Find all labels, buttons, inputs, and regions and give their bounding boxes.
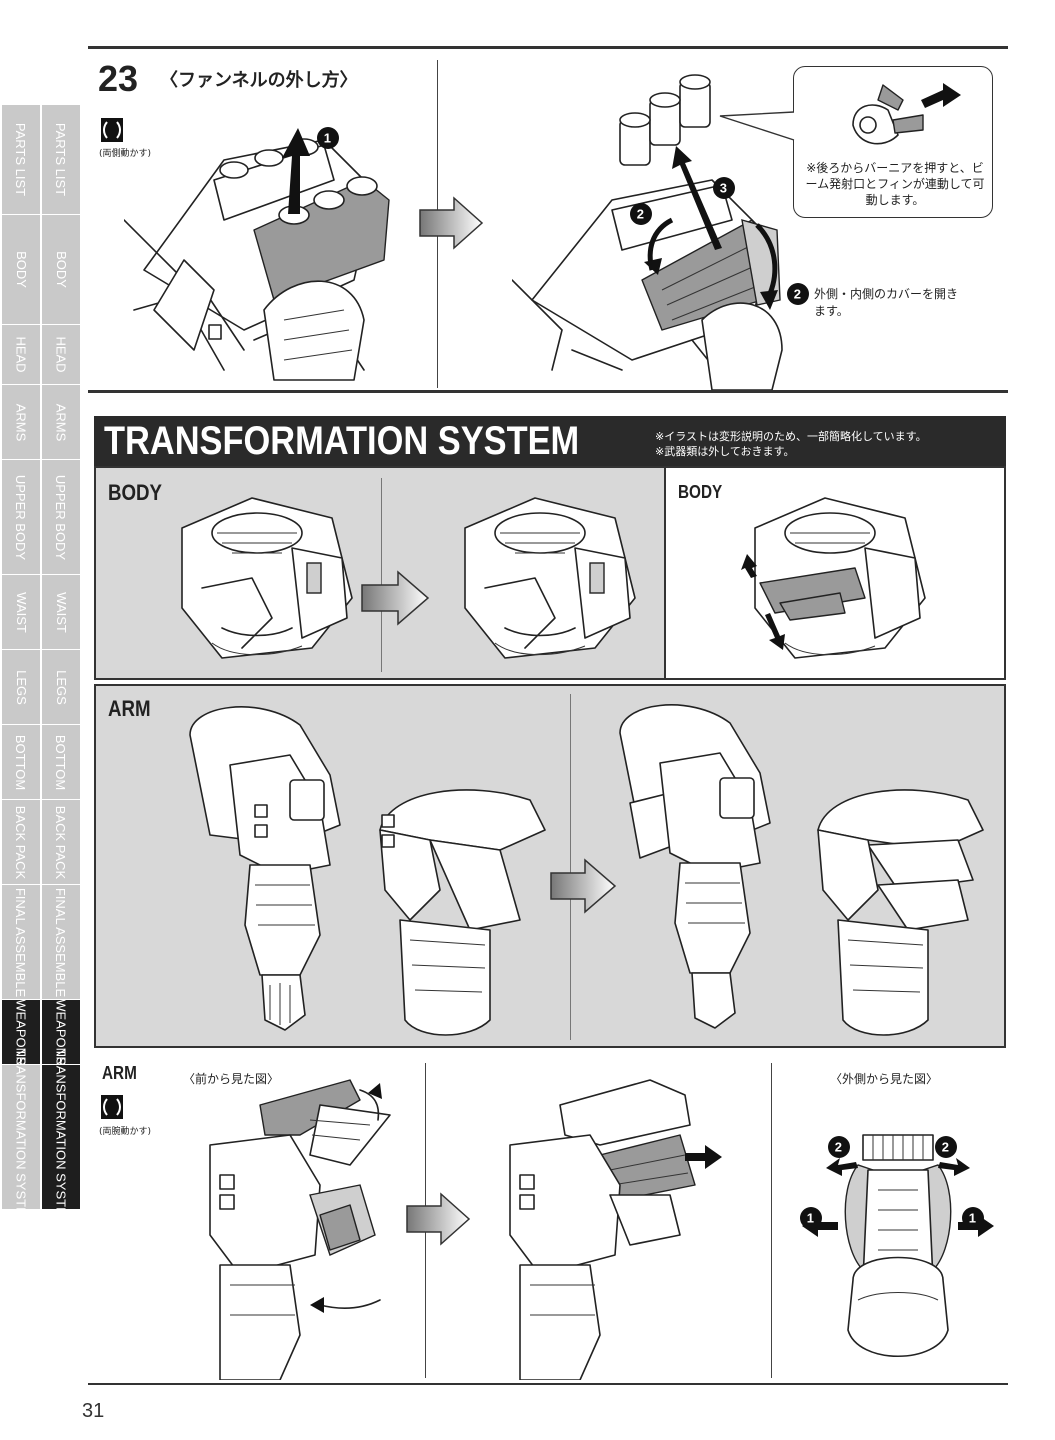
side-tab-final-assemble[interactable]: FINAL ASSEMBLE	[2, 885, 40, 999]
step-23-icon-caption: (両側動かす)	[99, 149, 152, 159]
side-tab-label: PARTS LIST	[53, 122, 69, 197]
side-tab-label: PARTS LIST	[13, 122, 29, 197]
side-tab-body[interactable]: BODY	[42, 215, 80, 324]
mid-rule	[88, 390, 1008, 393]
side-tab-waist[interactable]: WAIST	[2, 575, 40, 649]
side-tab-bottom[interactable]: BOTTOM	[42, 725, 80, 799]
body-illustration-1	[181, 497, 353, 659]
side-tab-weapons[interactable]: WEAPONS	[2, 999, 40, 1065]
page-number: 31	[82, 1400, 105, 1422]
vernier-illustration	[852, 83, 961, 145]
side-tab-label: WAIST	[53, 591, 69, 633]
side-tab-head[interactable]: HEAD	[2, 325, 40, 384]
arm-divider	[570, 694, 571, 1040]
side-tab-label: BODY	[13, 251, 29, 288]
arm-illustration-1	[189, 706, 341, 1031]
side-tab-label: BACK PACK	[13, 805, 29, 879]
top-rule	[88, 46, 1008, 49]
arm-front-illustration-1	[209, 1079, 391, 1380]
arm-icon-caption: (両腕動かす)	[99, 1127, 152, 1137]
move-both-arms-icon	[100, 1094, 124, 1124]
callout-pointer	[719, 111, 795, 141]
up-arrow	[282, 128, 310, 214]
side-tab-legs[interactable]: LEGS	[2, 650, 40, 724]
next-step-arrow	[419, 196, 484, 250]
side-tab-legs[interactable]: LEGS	[42, 650, 80, 724]
transformation-note-1: ※イラストは変形説明のため、一部簡略化しています。	[655, 430, 927, 443]
side-tab-bottom[interactable]: BOTTOM	[2, 725, 40, 799]
side-tab-back-pack[interactable]: BACK PACK	[42, 800, 80, 884]
side-tab-arms[interactable]: ARMS	[42, 385, 80, 459]
side-tab-head[interactable]: HEAD	[42, 325, 80, 384]
side-tab-arms[interactable]: ARMS	[2, 385, 40, 459]
side-tab-parts-list[interactable]: PARTS LIST	[42, 105, 80, 214]
side-tab-label: UPPER BODY	[13, 474, 29, 560]
side-tab-label: WAIST	[13, 591, 29, 633]
body-panel-2	[666, 466, 1006, 680]
side-tab-final-assemble[interactable]: FINAL ASSEMBLE	[42, 885, 80, 999]
side-tab-upper-body[interactable]: UPPER BODY	[42, 460, 80, 574]
side-tab-back-pack[interactable]: BACK PACK	[2, 800, 40, 884]
side-tab-parts-list[interactable]: PARTS LIST	[2, 105, 40, 214]
side-tab-label: HEAD	[53, 336, 69, 373]
funnel-pack-illustration-1	[124, 138, 390, 381]
front-view-label: 〈前から見た図〉	[183, 1072, 280, 1086]
body-label-2: BODY	[678, 482, 723, 502]
side-tab-label: BOTTOM	[13, 734, 29, 790]
arm-front-illustration-2	[509, 1079, 722, 1380]
body-illustration-3	[741, 497, 926, 659]
arm-label-2: ARM	[102, 1063, 137, 1083]
side-tab-body[interactable]: BODY	[2, 215, 40, 324]
side-tab-label: ARMS	[53, 403, 69, 441]
arm-label-1: ARM	[108, 696, 151, 721]
transformation-title: TRANSFORMATION SYSTEM	[104, 419, 580, 463]
callout-note: ※後ろからバーニアを押すと、ビーム発射口とフィンが連動して可動します。	[805, 161, 985, 207]
body-arrow	[361, 570, 430, 626]
side-tab-label: FINAL ASSEMBLE	[13, 887, 29, 997]
side-tab-label: BOTTOM	[53, 734, 69, 790]
side-tab-label: LEGS	[13, 669, 29, 705]
side-tab-label: LEGS	[53, 669, 69, 705]
transformation-header	[94, 416, 1006, 466]
lower-divider-2	[771, 1063, 772, 1378]
step-23-title: 〈ファンネルの外し方〉	[160, 70, 358, 91]
side-tab-label: TRANSFORMATION SYSTEM	[13, 1047, 29, 1227]
callout-box	[793, 66, 993, 218]
outer-view-label: 〈外側から見た図〉	[830, 1072, 939, 1086]
arm-arrow	[550, 858, 617, 914]
body-divider	[381, 478, 382, 672]
funnel-pack-illustration-2	[512, 74, 783, 390]
side-tab-label: TRANSFORMATION SYSTEM	[53, 1047, 69, 1227]
body-illustration-2	[464, 497, 636, 659]
side-tab-weapons[interactable]: WEAPONS	[42, 999, 80, 1065]
arm-outer-illustration	[802, 1134, 994, 1357]
arm-illustration-4	[817, 789, 984, 1036]
arm-illustration-3	[619, 704, 771, 1029]
bottom-rule	[88, 1383, 1008, 1385]
move-both-icon	[100, 117, 124, 147]
side-tab-label: ARMS	[13, 403, 29, 441]
side-tab-label: HEAD	[13, 336, 29, 373]
transformation-note-2: ※武器類は外しておきます。	[655, 445, 795, 458]
side-tab-label: BODY	[53, 251, 69, 288]
lower-arm-arrow	[406, 1192, 471, 1246]
side-tab-waist[interactable]: WAIST	[42, 575, 80, 649]
side-tab-label: FINAL ASSEMBLE	[53, 887, 69, 997]
step2-note: 外側・内側のカバーを開きます。	[814, 287, 959, 318]
side-tab-upper-body[interactable]: UPPER BODY	[2, 460, 40, 574]
side-tab-transformation-system[interactable]: TRANSFORMATION SYSTEM	[2, 1048, 40, 1226]
arm-illustration-2	[379, 789, 546, 1036]
side-tab-label: BACK PACK	[53, 805, 69, 879]
side-tab-transformation-system[interactable]: TRANSFORMATION SYSTEM	[42, 1048, 80, 1226]
side-tab-label: UPPER BODY	[53, 474, 69, 560]
step-23-number: 23	[98, 58, 139, 99]
body-label-1: BODY	[108, 480, 163, 505]
